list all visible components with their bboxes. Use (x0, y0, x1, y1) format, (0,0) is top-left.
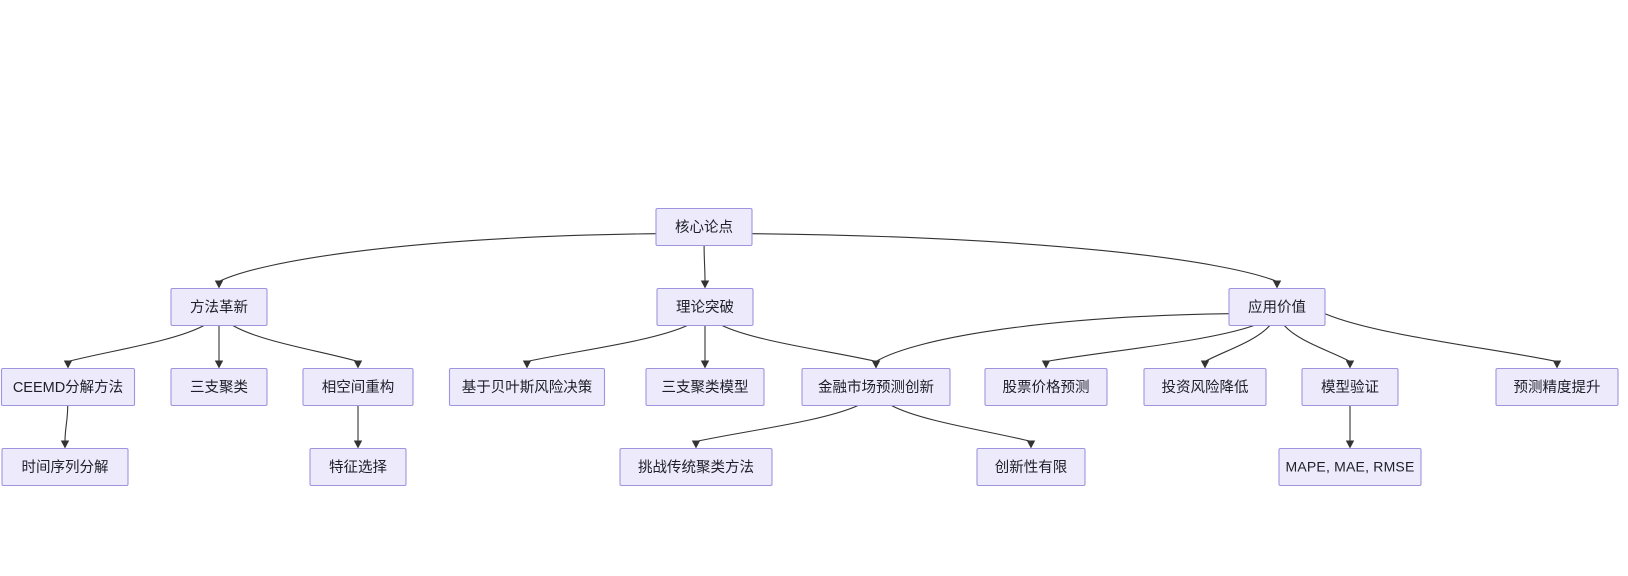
node-label-root: 核心论点 (675, 219, 733, 236)
arrowhead-icon (1345, 440, 1355, 449)
edge-m2-to-c6 (721, 325, 881, 369)
node-d3[interactable]: 挑战传统聚类方法 (619, 447, 773, 487)
node-box-d2[interactable] (309, 447, 407, 487)
edge-c6-to-d3 (691, 404, 859, 449)
arrowhead-icon (353, 440, 363, 449)
edge-m3-to-c7 (1041, 324, 1255, 369)
node-c1[interactable]: CEEMD分解方法 (0, 367, 136, 407)
node-m3[interactable]: 应用价值 (1228, 287, 1326, 327)
node-c8[interactable]: 投资风险降低 (1143, 367, 1267, 407)
node-box-d5[interactable] (1278, 447, 1422, 487)
node-box-c9[interactable] (1301, 367, 1399, 407)
node-label-m2: 理论突破 (676, 299, 734, 316)
node-box-d1[interactable] (1, 447, 129, 487)
arrowhead-icon (1026, 440, 1036, 449)
edge-c9-to-d5 (1345, 405, 1355, 449)
node-label-d2: 特征选择 (329, 459, 387, 476)
edge-m3-to-c6 (871, 313, 1230, 369)
edge-c3-to-d2 (353, 405, 363, 449)
node-box-c5[interactable] (645, 367, 765, 407)
edge-c6-to-d4 (891, 405, 1036, 449)
node-d2[interactable]: 特征选择 (309, 447, 407, 487)
edge-root-to-m3 (751, 233, 1282, 289)
edge-root-to-m2 (700, 245, 710, 289)
node-box-m3[interactable] (1228, 287, 1326, 327)
arrowhead-icon (1041, 360, 1051, 369)
node-box-c8[interactable] (1143, 367, 1267, 407)
node-box-c2[interactable] (170, 367, 268, 407)
node-label-c2: 三支聚类 (190, 379, 248, 396)
edge-root-to-m1 (214, 233, 657, 289)
arrowhead-icon (700, 360, 710, 369)
node-label-m1: 方法革新 (190, 299, 248, 316)
node-box-m1[interactable] (170, 287, 268, 327)
node-label-d4: 创新性有限 (995, 459, 1068, 476)
edge-m1-to-c3 (232, 325, 363, 369)
edge-m3-to-c10 (1324, 313, 1562, 369)
node-c4[interactable]: 基于贝叶斯风险决策 (448, 367, 606, 407)
node-m1[interactable]: 方法革新 (170, 287, 268, 327)
node-box-c4[interactable] (448, 367, 606, 407)
node-c3[interactable]: 相空间重构 (302, 367, 414, 407)
edge-c1-to-d1 (60, 405, 70, 449)
node-c2[interactable]: 三支聚类 (170, 367, 268, 407)
node-box-c7[interactable] (984, 367, 1108, 407)
node-label-d3: 挑战传统聚类方法 (638, 459, 754, 476)
node-label-c5: 三支聚类模型 (662, 379, 749, 396)
arrowhead-icon (63, 360, 73, 369)
node-c6[interactable]: 金融市场预测创新 (801, 367, 951, 407)
arrowhead-icon (700, 280, 710, 289)
arrowhead-icon (214, 280, 224, 289)
edge-m3-to-c9 (1283, 325, 1355, 369)
node-box-m2[interactable] (656, 287, 754, 327)
arrowhead-icon (353, 360, 363, 369)
node-c5[interactable]: 三支聚类模型 (645, 367, 765, 407)
node-box-d3[interactable] (619, 447, 773, 487)
edge-m1-to-c2 (214, 325, 224, 369)
node-box-c1[interactable] (0, 367, 136, 407)
node-c10[interactable]: 预测精度提升 (1495, 367, 1619, 407)
node-label-c6: 金融市场预测创新 (818, 379, 934, 396)
node-c7[interactable]: 股票价格预测 (984, 367, 1108, 407)
node-label-c1: CEEMD分解方法 (13, 379, 123, 396)
node-box-d4[interactable] (976, 447, 1086, 487)
arrowhead-icon (1552, 360, 1562, 369)
node-label-c9: 模型验证 (1321, 379, 1379, 396)
arrowhead-icon (60, 440, 70, 449)
edge-m2-to-c4 (522, 325, 688, 369)
node-label-m3: 应用价值 (1248, 298, 1306, 316)
edge-m1-to-c1 (63, 325, 205, 369)
edge-m2-to-c5 (700, 325, 710, 369)
node-d4[interactable]: 创新性有限 (976, 447, 1086, 487)
node-label-d1: 时间序列分解 (22, 459, 109, 476)
node-d1[interactable]: 时间序列分解 (1, 447, 129, 487)
node-c9[interactable]: 模型验证 (1301, 367, 1399, 407)
node-d5[interactable]: MAPE, MAE, RMSE (1278, 447, 1422, 487)
arrowhead-icon (1272, 280, 1282, 289)
node-box-c3[interactable] (302, 367, 414, 407)
node-box-c6[interactable] (801, 367, 951, 407)
arrowhead-icon (1345, 360, 1355, 369)
node-label-c8: 投资风险降低 (1162, 379, 1249, 396)
edge-m3-to-c8 (1200, 325, 1271, 369)
node-m2[interactable]: 理论突破 (656, 287, 754, 327)
node-root[interactable]: 核心论点 (655, 207, 753, 247)
arrowhead-icon (871, 360, 881, 369)
node-box-root[interactable] (655, 207, 753, 247)
arrowhead-icon (1200, 360, 1210, 369)
node-box-c10[interactable] (1495, 367, 1619, 407)
arrowhead-icon (214, 360, 224, 369)
edge-layer (60, 233, 1562, 449)
node-label-c10: 预测精度提升 (1514, 379, 1601, 396)
node-label-c3: 相空间重构 (322, 379, 395, 396)
node-label-c7: 股票价格预测 (1003, 379, 1090, 396)
node-label-d5: MAPE, MAE, RMSE (1285, 459, 1414, 475)
node-label-c4: 基于贝叶斯风险决策 (462, 379, 593, 396)
arrowhead-icon (522, 360, 532, 369)
arrowhead-icon (691, 440, 701, 449)
